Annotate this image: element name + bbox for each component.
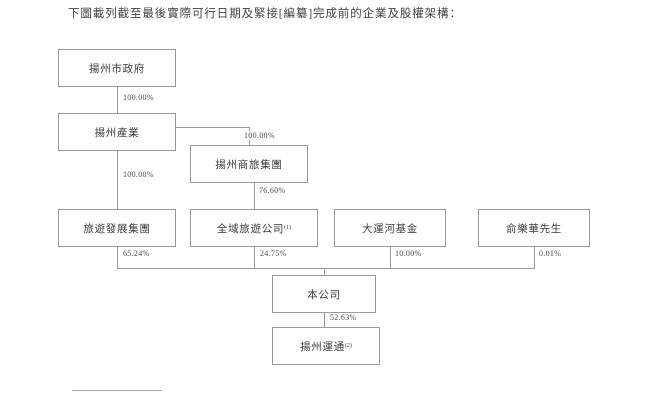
pct-gov-industry: 100.00% [122,93,155,102]
node-yangzhou-industry: 揚州產業 [58,113,176,151]
edge-industry-travel-horizontal [176,127,250,128]
node-yangzhou-yuntong: 揚州運通(2) [272,327,380,365]
node-label: 大運河基金 [362,223,418,235]
node-global-tourism-company: 全域旅遊公司(1) [190,209,318,247]
footnote-marker-2: (2) [344,343,352,349]
pct-company-yuntong: 52.63% [329,313,358,322]
node-label: 本公司 [307,289,341,301]
node-label: 揚州商旅集團 [215,159,283,171]
pct-global-company: 24.75% [259,249,288,258]
edge-yu-drop [534,247,535,268]
node-label: 旅遊發展集團 [83,223,151,235]
intro-paragraph: 下圖載列截至最後實際可行日期及緊接[編纂]完成前的企業及股權架構： [68,8,462,20]
node-yangzhou-commerce-travel-group: 揚州商旅集團 [190,145,308,183]
node-grand-canal-fund: 大運河基金 [334,209,446,247]
edge-company-yuntong [324,313,325,327]
node-mr-yu-lehua: 俞樂華先生 [478,209,590,247]
edge-industry-tourdev [117,151,118,209]
edge-gov-industry [117,87,118,113]
node-yangzhou-municipal-government: 揚州市政府 [58,49,176,87]
pct-tourdev-company: 65.24% [122,249,151,258]
node-label: 揚州產業 [94,127,140,139]
edge-canal-drop [390,247,391,268]
pct-yu-company: 0.01% [538,249,563,258]
pct-canal-company: 10.00% [394,249,423,258]
node-label: 俞樂華先生 [506,223,562,235]
node-label: 全域旅遊公司 [216,223,285,235]
edge-global-drop [254,247,255,268]
pct-travel-global: 76.60% [258,186,287,195]
footnote-separator-rule [72,390,162,391]
shareholder-busbar [117,268,535,269]
node-our-company: 本公司 [272,275,376,313]
node-label: 揚州運通 [300,341,345,353]
edge-busbar-company [324,268,325,275]
footnote-marker-1: (1) [284,225,292,231]
pct-industry-tourdev: 100.00% [122,170,155,179]
pct-industry-travel: 100.00% [243,131,276,140]
node-label: 揚州市政府 [89,63,145,75]
node-tourism-development-group: 旅遊發展集團 [58,209,176,247]
edge-travel-global [254,183,255,209]
edge-tourdev-drop [117,247,118,268]
